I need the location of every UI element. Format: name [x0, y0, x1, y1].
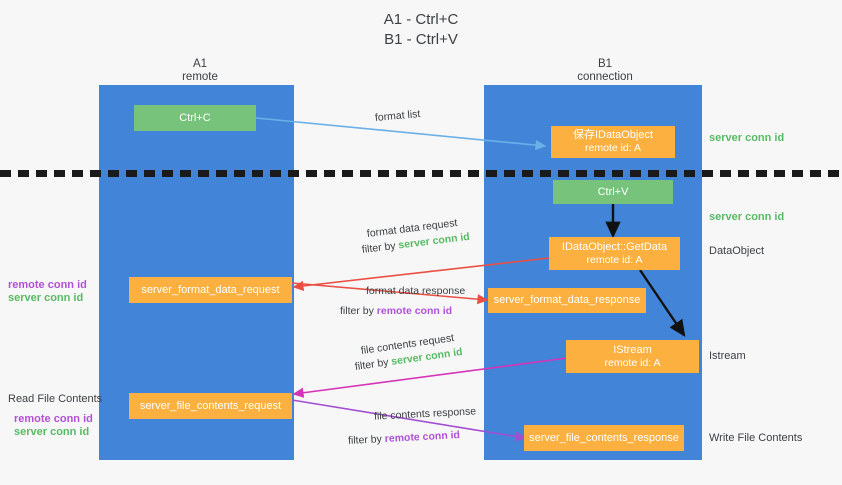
- box-save-idataobject-line2: remote id: A: [584, 142, 642, 154]
- box-ctrl-v-label: Ctrl+V: [597, 185, 629, 198]
- box-istream[interactable]: IStream remote id: A: [566, 340, 699, 373]
- annotation-format-data-response: format data response: [366, 285, 466, 297]
- box-server-format-data-response[interactable]: server_format_data_response: [488, 288, 646, 313]
- label-istream: Istream: [709, 350, 746, 362]
- box-server-format-data-request[interactable]: server_format_data_request: [129, 277, 292, 303]
- label-server-conn-id-mid: server conn id: [709, 211, 785, 223]
- box-server-format-data-request-label: server_format_data_request: [141, 283, 280, 296]
- box-save-idataobject[interactable]: 保存IDataObject remote id: A: [551, 126, 675, 158]
- box-save-idataobject-line1: 保存IDataObject: [572, 129, 654, 141]
- label-server-conn-id-top: server conn id: [709, 132, 785, 144]
- column-header-a1: A1 remote: [140, 58, 260, 84]
- box-istream-line1: IStream: [613, 343, 652, 356]
- label-dataobject: DataObject: [709, 245, 765, 257]
- annotation-file-contents-response-filter-prefix: filter by: [347, 433, 386, 447]
- annotation-file-contents-response-filter-value: remote conn id: [384, 429, 461, 445]
- box-ctrl-c-label: Ctrl+C: [179, 111, 211, 124]
- box-server-file-contents-response[interactable]: server_file_contents_response: [524, 425, 684, 451]
- box-server-file-contents-request[interactable]: server_file_contents_request: [129, 393, 292, 419]
- annotation-format-data-response-filter: filter by remote conn id: [340, 305, 452, 318]
- box-getdata[interactable]: IDataObject::GetData remote id: A: [549, 237, 680, 270]
- box-getdata-line2: remote id: A: [586, 253, 643, 266]
- label-write-file-contents: Write File Contents: [709, 432, 803, 444]
- title-line-2: B1 - Ctrl+V: [384, 31, 458, 48]
- label-server-conn-id-1: server conn id: [8, 292, 84, 304]
- column-a1-sub: remote: [182, 71, 218, 83]
- column-b1-sub: connection: [577, 71, 633, 83]
- label-server-conn-id-2: server conn id: [14, 426, 90, 438]
- box-ctrl-v[interactable]: Ctrl+V: [553, 180, 673, 204]
- label-remote-conn-id-1: remote conn id: [8, 279, 87, 291]
- label-remote-conn-id-2: remote conn id: [14, 413, 93, 425]
- box-server-format-data-response-label: server_format_data_response: [493, 294, 641, 306]
- annotation-format-data-response-filter-value: remote conn id: [376, 305, 453, 317]
- annotation-file-contents-response: file contents response: [373, 405, 477, 423]
- column-a1-name: A1: [192, 58, 208, 70]
- box-getdata-line1: IDataObject::GetData: [561, 240, 668, 253]
- annotation-format-data-response-filter-prefix: filter by: [340, 305, 377, 317]
- column-b1-name: B1: [597, 58, 613, 70]
- box-istream-line2: remote id: A: [604, 356, 661, 369]
- annotation-format-data-request-filter-prefix: filter by: [361, 239, 400, 256]
- annotation-file-contents-response-filter: filter by remote conn id: [348, 429, 461, 448]
- title-line-1: A1 - Ctrl+C: [383, 11, 459, 28]
- box-ctrl-c[interactable]: Ctrl+C: [134, 105, 256, 131]
- diagram-title: A1 - Ctrl+C B1 - Ctrl+V: [0, 10, 842, 50]
- annotation-format-list: format list: [374, 108, 421, 124]
- box-server-file-contents-response-label: server_file_contents_response: [529, 431, 679, 444]
- dashed-separator: [0, 170, 842, 177]
- box-server-file-contents-request-label: server_file_contents_request: [139, 399, 282, 412]
- label-read-file-contents: Read File Contents: [8, 393, 103, 405]
- annotation-file-contents-request-filter-prefix: filter by: [354, 355, 393, 373]
- column-header-b1: B1 connection: [540, 58, 670, 84]
